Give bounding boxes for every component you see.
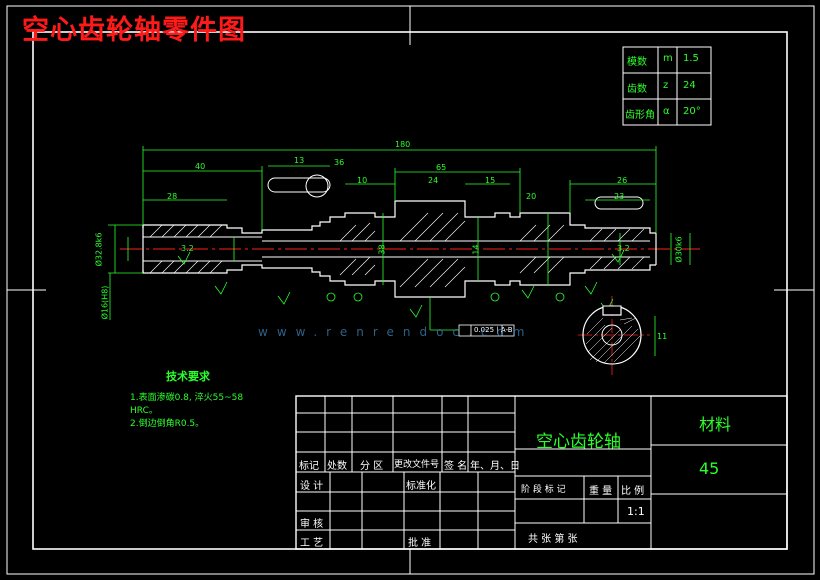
dim-d9: 28: [167, 192, 178, 201]
dim-d1: 40: [195, 162, 206, 171]
inner-frame: [32, 31, 788, 550]
dim-right-dia: Ø30k6: [674, 236, 684, 263]
shaft-outline-top: [142, 200, 656, 234]
dim-d13: 14: [471, 244, 481, 255]
sheets-label: 共 张 第 张: [528, 534, 578, 545]
gear-param-label-teeth: 齿数: [627, 84, 647, 95]
dim-left-dia1: Ø32.8k6: [94, 232, 104, 267]
gear-param-value-angle: 20°: [683, 106, 701, 117]
gear-param-symbol-angle: α: [663, 106, 670, 117]
header-count: 处数: [327, 461, 347, 472]
dim-d4: 65: [436, 163, 447, 172]
gear-param-table: [622, 46, 712, 126]
header-sign: 签 名: [444, 461, 468, 472]
weight-label: 重 量: [589, 486, 613, 497]
hatching: [149, 212, 645, 288]
dim-d10: 23: [614, 192, 625, 201]
section-dim: 11: [657, 332, 668, 341]
gear-param-value-teeth: 24: [683, 80, 696, 91]
dim-d3: 36: [334, 158, 345, 167]
part-name: 空心齿轮轴: [536, 432, 621, 452]
notes-line3: 2.倒边倒角R0.5。: [130, 419, 205, 429]
drawing-title: 空心齿轮轴零件图: [22, 15, 246, 46]
scale-value: 1:1: [627, 505, 645, 518]
review-label: 审 核: [300, 519, 324, 530]
header-mark: 标记: [299, 461, 319, 472]
keyway-right: [594, 196, 644, 210]
section-view: [582, 305, 642, 365]
notes-line2: HRC。: [130, 406, 158, 416]
gear-param-value-module: 1.5: [683, 53, 699, 64]
dim-d6: 24: [428, 176, 439, 185]
approve-label: 批 准: [408, 538, 432, 549]
gear-param-label-angle: 齿形角: [625, 110, 655, 121]
design-label: 设 计: [300, 481, 324, 492]
watermark: www.renrendoc.com: [258, 325, 534, 339]
scale-label: 比 例: [621, 486, 645, 497]
dim-d8: 26: [617, 176, 628, 185]
dim-d2: 13: [294, 156, 305, 165]
material-label: 材料: [699, 415, 732, 434]
tolerance-frame-text: 0.025 | A-B: [474, 326, 513, 334]
dim-left-dia2: Ø16(H8): [100, 285, 110, 320]
material-value: 45: [699, 459, 720, 478]
dim-d11: 20: [526, 192, 537, 201]
gear-param-symbol-module: m: [663, 53, 673, 64]
gear-param-label-module: 模数: [627, 57, 647, 68]
shaft-outline-bottom: [142, 264, 656, 298]
title-block-grid: [295, 395, 788, 550]
roughness-1: 3.2: [181, 244, 194, 253]
dim-total-length: 180: [395, 140, 411, 149]
header-zone: 分 区: [360, 461, 384, 472]
notes-heading: 技术要求: [166, 370, 210, 383]
stage-marks-label: 阶 段 标 记: [521, 485, 566, 495]
notes-line1: 1.表面渗碳0.8, 淬火55~58: [130, 393, 244, 403]
header-date: 年、月、日: [470, 461, 520, 472]
shaft-drawing: [120, 174, 700, 298]
gear-param-symbol-teeth: z: [663, 80, 669, 91]
keyway-top: [267, 177, 331, 193]
process-label: 工 艺: [300, 538, 324, 549]
header-change-doc: 更改文件号: [394, 460, 440, 470]
roughness-2: 3.2: [617, 244, 630, 253]
dim-d7: 15: [485, 176, 496, 185]
dim-d5: 10: [357, 176, 368, 185]
dim-d12: 38: [377, 244, 387, 255]
standardize-label: 标准化: [406, 481, 436, 492]
dimension-lines: [108, 146, 691, 375]
